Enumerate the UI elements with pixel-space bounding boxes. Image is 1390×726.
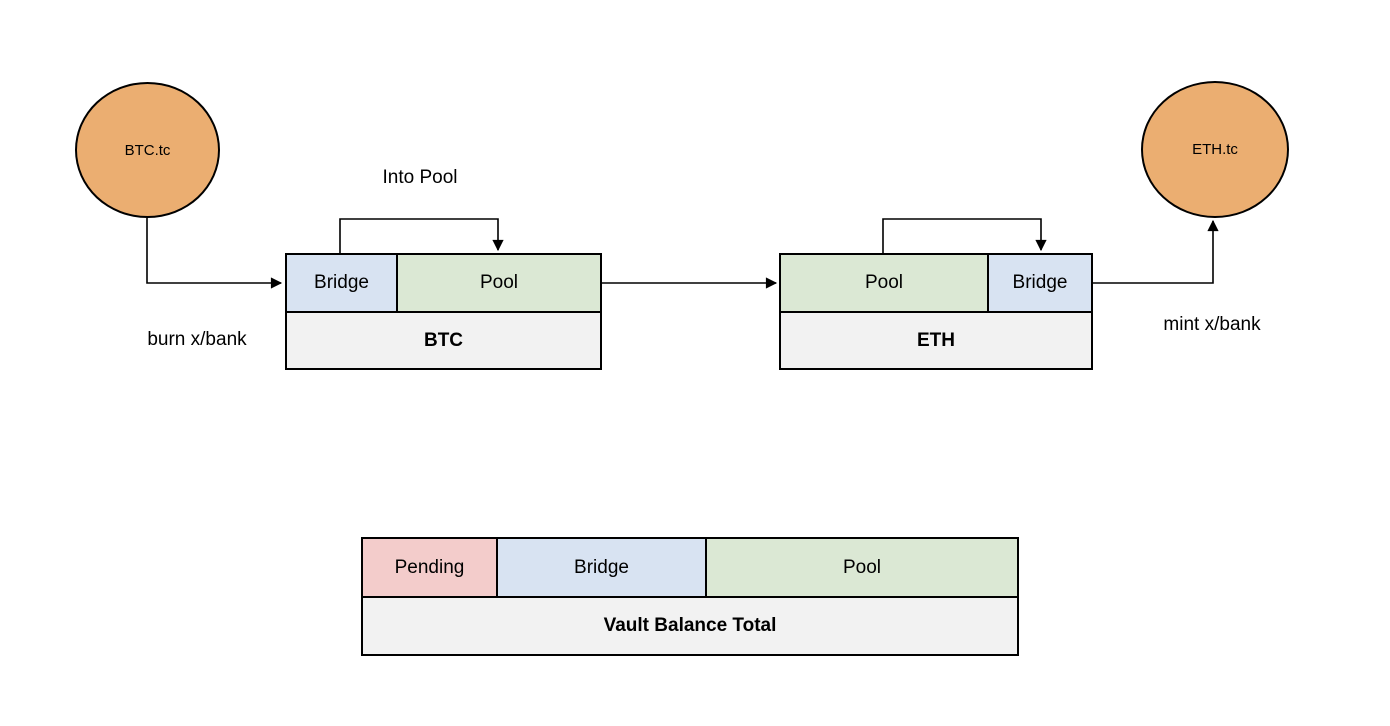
vault-box: Pending Bridge Pool Vault Balance Total — [361, 537, 1019, 656]
annotation-burn-x-bank: burn x/bank — [147, 329, 247, 350]
vault-pending-cell: Pending — [363, 539, 496, 596]
btc-title-row: BTC — [287, 313, 600, 368]
vault-title-row: Vault Balance Total — [363, 598, 1017, 654]
btc-pool-cell: Pool — [396, 255, 600, 311]
chain-box-eth: Pool Bridge ETH — [779, 253, 1093, 370]
btc-pool-label: Pool — [479, 272, 519, 293]
eth-cells-row: Pool Bridge — [781, 255, 1091, 313]
vault-title: Vault Balance Total — [603, 615, 777, 636]
arrow-burn-btc-token-to-bridge — [146, 218, 283, 289]
vault-pool-label: Pool — [842, 556, 882, 578]
btc-bridge-label: Bridge — [314, 272, 369, 293]
eth-pool-label: Pool — [864, 272, 904, 293]
arrow-mint-eth-bridge-to-token — [1093, 219, 1219, 284]
eth-bridge-cell: Bridge — [987, 255, 1091, 311]
chain-box-btc: Bridge Pool BTC — [285, 253, 602, 370]
arrow-eth-pool-into-bridge-loop — [882, 218, 1047, 253]
token-node-eth: ETH.tc — [1141, 81, 1289, 218]
eth-title: ETH — [917, 329, 955, 351]
btc-cells-row: Bridge Pool — [287, 255, 600, 313]
eth-title-row: ETH — [781, 313, 1091, 368]
eth-pool-cell: Pool — [781, 255, 987, 311]
btc-bridge-cell: Bridge — [287, 255, 396, 311]
token-node-btc: BTC.tc — [75, 82, 220, 218]
vault-pending-label: Pending — [394, 556, 465, 578]
vault-pool-cell: Pool — [705, 539, 1017, 596]
annotation-mint-x-bank: mint x/bank — [1163, 314, 1261, 335]
btc-title: BTC — [423, 329, 464, 351]
token-btc-label: BTC.tc — [124, 141, 171, 159]
token-eth-label: ETH.tc — [1192, 141, 1238, 158]
vault-cells-row: Pending Bridge Pool — [363, 539, 1017, 598]
annotation-into-pool: Into Pool — [382, 167, 458, 188]
vault-bridge-cell: Bridge — [496, 539, 705, 596]
arrow-btc-bridge-into-pool-loop — [339, 218, 504, 253]
eth-bridge-label: Bridge — [1012, 272, 1068, 293]
vault-bridge-label: Bridge — [574, 556, 629, 578]
